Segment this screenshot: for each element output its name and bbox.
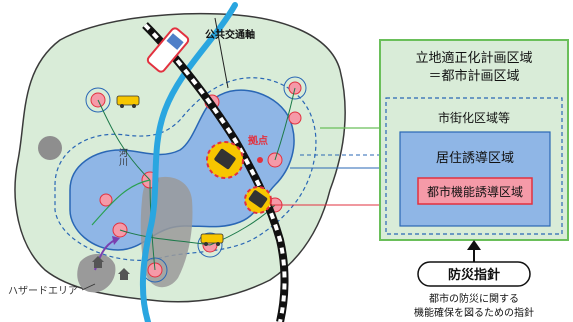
hazard-area-bottom <box>77 254 116 293</box>
hub-label: 拠点 <box>248 134 268 147</box>
relocation-arrowhead <box>112 236 120 245</box>
bus-route <box>91 179 151 226</box>
hazard-area-left <box>38 136 62 160</box>
transit-axis-label: 公共交通軸 <box>205 28 255 41</box>
urbanization-area-label: 市街化区域等 <box>438 110 510 125</box>
urban-function-guidance-label: 都市機能誘導区域 <box>427 184 523 199</box>
railway-ties <box>143 23 287 322</box>
taxi-icon-bottom <box>200 233 224 246</box>
house-icons <box>92 256 130 280</box>
urban-function-guidance-box <box>417 177 533 205</box>
hub-pointer-dot <box>257 157 263 163</box>
hazard-label: ハザードエリア <box>8 285 78 297</box>
sub-hub-bus-icon <box>248 190 268 208</box>
disaster-description-2: 機能確保を図るための指針 <box>414 306 534 319</box>
disaster-guideline-label: 防災指針 <box>448 267 500 283</box>
main-hub-bus-icon <box>214 148 236 170</box>
guideline-arrow-head <box>467 240 481 250</box>
taxi-icon-top <box>116 95 140 108</box>
hazard-pointer <box>81 283 96 291</box>
train-icon <box>146 27 190 73</box>
river <box>139 2 238 322</box>
planning-area-title-2: ＝都市計画区域 <box>428 68 519 84</box>
planning-area-title-1: 立地適正化計画区域 <box>415 50 532 66</box>
disaster-guideline-pill <box>417 261 531 287</box>
residential-guidance-label: 居住誘導区域 <box>436 151 514 166</box>
river-label: 河川 <box>117 147 128 166</box>
disaster-description-1: 都市の防災に関する <box>429 292 519 305</box>
transit-axis-pointer <box>214 17 229 89</box>
